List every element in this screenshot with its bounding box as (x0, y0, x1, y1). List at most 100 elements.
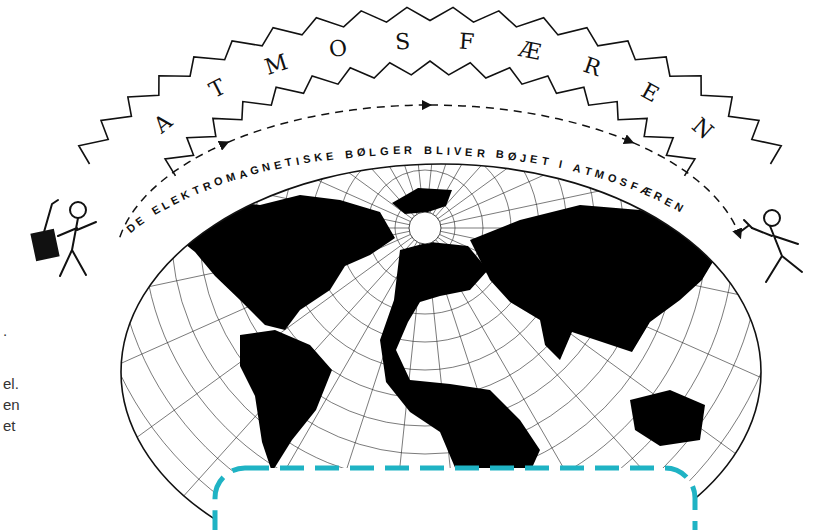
letter: Æ (517, 36, 543, 65)
letter: R (580, 52, 604, 81)
letter (565, 160, 571, 172)
letter: R (476, 146, 485, 159)
letter: M (224, 170, 236, 184)
letter: M (262, 49, 291, 80)
atmosphere (79, 7, 781, 175)
meridian-line (440, 0, 827, 221)
atmosphere-zigzag (165, 61, 695, 176)
letter: F (458, 29, 475, 55)
letter: S (302, 153, 311, 166)
meridian-line (436, 0, 827, 216)
letter: I (446, 144, 450, 156)
meridian-line (0, 0, 410, 221)
wave-arrow (228, 105, 430, 142)
letter: R (201, 179, 213, 193)
letter: E (637, 78, 663, 108)
letter: T (583, 164, 593, 177)
letter: S (394, 29, 410, 55)
north-pole (409, 212, 441, 244)
latitude-line (31, 0, 819, 530)
latitude-line (87, 0, 763, 530)
letter: N (688, 113, 719, 144)
letter: A (149, 109, 177, 138)
letter (551, 157, 556, 169)
dashed-frame (215, 468, 695, 530)
letter: S (618, 175, 629, 189)
radio (32, 230, 59, 260)
letter: Ø (507, 149, 517, 162)
text-fragment: el. (3, 375, 19, 392)
meridian-line (433, 0, 750, 214)
letter: R (652, 189, 664, 203)
antenna (44, 200, 58, 232)
letter: L (369, 145, 377, 157)
letter: B (344, 147, 353, 160)
letter: K (179, 187, 191, 201)
latitude-line (59, 0, 791, 530)
letter: G (249, 163, 260, 177)
north-america (170, 195, 395, 330)
letter: O (212, 174, 224, 188)
letter: E (149, 203, 162, 217)
letter: L (436, 144, 443, 156)
letter: D (124, 221, 138, 235)
receiver-figure (740, 210, 802, 282)
body (58, 218, 96, 276)
sender-figure (32, 200, 96, 276)
text-fragment: . (3, 322, 7, 339)
hand (740, 220, 752, 232)
letter: Ø (356, 146, 366, 159)
meridian-line (100, 0, 417, 214)
latitude-line (3, 0, 827, 530)
latitude-line (115, 0, 735, 530)
letter: F (629, 179, 640, 193)
meridian-line (224, 0, 420, 213)
letter (337, 148, 341, 160)
letter: R (404, 144, 412, 156)
head (764, 210, 780, 226)
letter: M (594, 167, 606, 181)
text-fragment: en (3, 396, 20, 413)
letter: T (284, 156, 293, 169)
wave-arrow (430, 105, 632, 142)
meridian-line (357, 0, 423, 212)
asia (470, 205, 720, 360)
letter (416, 144, 419, 156)
south-america (240, 330, 332, 472)
letter: I (295, 155, 300, 167)
letter: G (380, 145, 389, 157)
letter: T (205, 74, 230, 103)
letter: L (159, 198, 171, 212)
meridian-line (438, 0, 827, 219)
letter: E (273, 158, 283, 171)
letter: B (424, 144, 432, 156)
letter (488, 147, 492, 159)
text-fragment: et (3, 417, 16, 434)
letter: O (327, 35, 349, 63)
letter: Æ (639, 183, 654, 198)
letter: E (169, 193, 181, 207)
letter: A (237, 167, 248, 181)
letter: E (529, 153, 538, 166)
letter: A (572, 161, 583, 175)
australia (630, 390, 705, 446)
letter: E (663, 195, 675, 209)
atmosphere-zigzag (79, 7, 781, 164)
letter: B (495, 148, 504, 161)
letter: T (540, 155, 549, 168)
letter: E (326, 149, 335, 162)
letter: E (133, 214, 146, 228)
letter: V (453, 145, 461, 157)
letter: N (261, 160, 272, 174)
meridian-line (441, 93, 827, 225)
wave-path (120, 105, 740, 237)
body (752, 226, 802, 282)
